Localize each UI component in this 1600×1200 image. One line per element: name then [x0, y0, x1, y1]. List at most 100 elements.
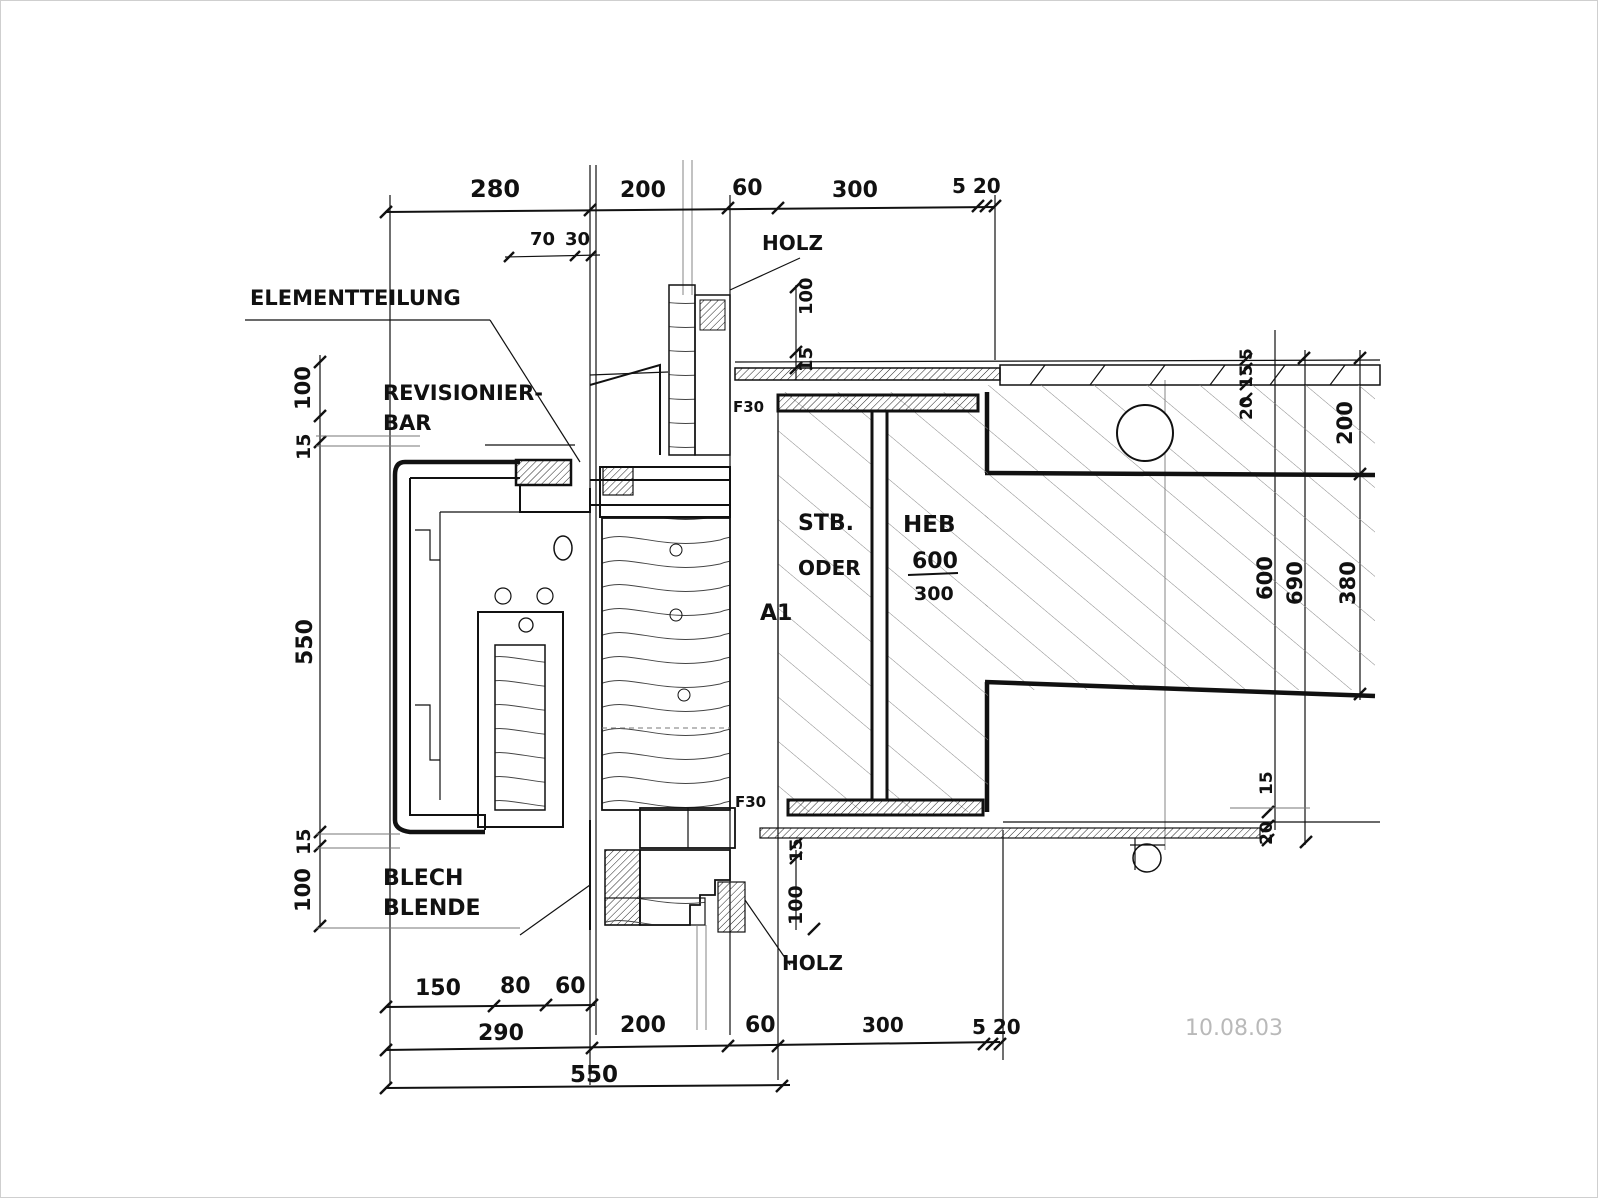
- dim-top-300: 300: [832, 178, 878, 203]
- insulation-lower: [604, 897, 706, 926]
- dim-right-20: 20: [1237, 396, 1257, 420]
- tick: [1297, 351, 1311, 365]
- label-heb-600: 600: [912, 549, 958, 574]
- dim-bot-200: 200: [620, 1013, 666, 1038]
- dim-top-30: 30: [565, 229, 590, 250]
- slab-upper-region: [985, 385, 1375, 473]
- tick: [988, 199, 1002, 213]
- tick: [1261, 833, 1275, 847]
- dim-bot-60b: 60: [745, 1013, 776, 1038]
- label-revisionier: REVISIONIER-: [383, 381, 543, 405]
- holz-lower-block: [717, 881, 746, 933]
- tick: [585, 1041, 599, 1055]
- tick: [977, 1037, 991, 1051]
- leader-elementteilung: [489, 319, 581, 463]
- leader-holz-top: [729, 257, 801, 291]
- dim-bot-150: 150: [415, 976, 461, 1001]
- dim-right-690: 690: [1283, 561, 1307, 605]
- dim-holz-top-15: 15: [796, 347, 817, 372]
- label-blende: BLENDE: [383, 896, 481, 921]
- tick: [771, 201, 785, 215]
- insulation-upper: [668, 284, 696, 456]
- tick: [1239, 352, 1253, 366]
- tick: [313, 839, 327, 853]
- label-holz-bottom: HOLZ: [782, 951, 843, 975]
- dim-left-100: 100: [291, 366, 315, 410]
- tick: [971, 199, 985, 213]
- dim-bot-80: 80: [500, 974, 531, 999]
- conduit-circle: [1116, 404, 1174, 462]
- dim-chain-bottom-1: [384, 1004, 596, 1008]
- tick: [583, 203, 597, 217]
- blind-roll-housing: [477, 611, 564, 828]
- anchor-2: [669, 608, 683, 622]
- blind-brackets: [415, 529, 440, 761]
- tick: [993, 1037, 1007, 1051]
- tick: [379, 1000, 393, 1014]
- tick: [1261, 819, 1275, 833]
- label-a1: A1: [760, 601, 792, 626]
- tick: [487, 999, 501, 1013]
- motor-icon-a: [494, 587, 512, 605]
- tick: [569, 250, 581, 262]
- revision-frame: [519, 485, 591, 513]
- dim-left-bottom-15: 15: [293, 829, 315, 855]
- label-bar: BAR: [383, 411, 431, 435]
- dim-left-bottom-100: 100: [291, 868, 315, 912]
- tick: [789, 837, 803, 851]
- anchor-1: [669, 543, 683, 557]
- dim-mid-bottom-100: 100: [785, 885, 807, 925]
- upper-wall-line: [589, 371, 669, 376]
- dim-right-bottom-20: 20: [1257, 821, 1277, 845]
- label-holz-top: HOLZ: [762, 231, 823, 255]
- dim-left-550: 550: [293, 619, 318, 665]
- upper-wall-flashing: [589, 363, 661, 455]
- dim-chain-bottom-3: [384, 1084, 791, 1089]
- label-blech: BLECH: [383, 866, 463, 891]
- label-elementteilung: ELEMENTTEILUNG: [250, 286, 461, 310]
- beam-top-flange: [776, 393, 980, 413]
- revision-lid: [514, 458, 573, 487]
- tick: [721, 1039, 735, 1053]
- dim-top-280: 280: [470, 175, 520, 203]
- tick: [1239, 362, 1253, 376]
- dim-top-5-20: 5 20: [952, 174, 1001, 198]
- cable-outlet-icon: [553, 535, 573, 561]
- tick: [1239, 377, 1253, 391]
- tick: [503, 251, 515, 263]
- label-oder: ODER: [798, 556, 861, 580]
- dim-top-70: 70: [530, 229, 555, 250]
- dim-bot-5-20: 5 20: [972, 1015, 1021, 1039]
- tick: [789, 851, 803, 865]
- tick: [721, 201, 735, 215]
- tick: [585, 998, 599, 1012]
- tick: [379, 1043, 393, 1057]
- label-f30-top: F30: [733, 398, 764, 416]
- tick: [539, 998, 553, 1012]
- blind-roll: [494, 644, 546, 811]
- dim-bot-550: 550: [570, 1062, 618, 1088]
- label-f30-bottom: F30: [735, 793, 766, 811]
- holz-block-upper: [699, 299, 726, 331]
- slab-bottom-edge: [984, 679, 1376, 699]
- wall-insulation: [601, 517, 731, 811]
- dim-chain-bottom-2: [384, 1041, 1001, 1051]
- dim-right-200: 200: [1333, 401, 1357, 445]
- heb-fraction-line: [907, 572, 959, 576]
- dim-chain-70-30: [504, 254, 601, 258]
- tick: [313, 919, 327, 933]
- tick: [985, 1037, 999, 1051]
- tick: [807, 922, 821, 936]
- tick: [1353, 351, 1367, 365]
- leader-holz-bottom: [744, 899, 791, 966]
- anchor-3: [677, 688, 691, 702]
- roll-axis-icon: [518, 617, 534, 633]
- tick: [313, 825, 327, 839]
- dim-right-bottom-15: 15: [1257, 771, 1277, 795]
- tick: [1353, 687, 1367, 701]
- dim-bot-60: 60: [555, 974, 586, 999]
- label-heb: HEB: [903, 512, 956, 538]
- tick: [379, 1081, 393, 1095]
